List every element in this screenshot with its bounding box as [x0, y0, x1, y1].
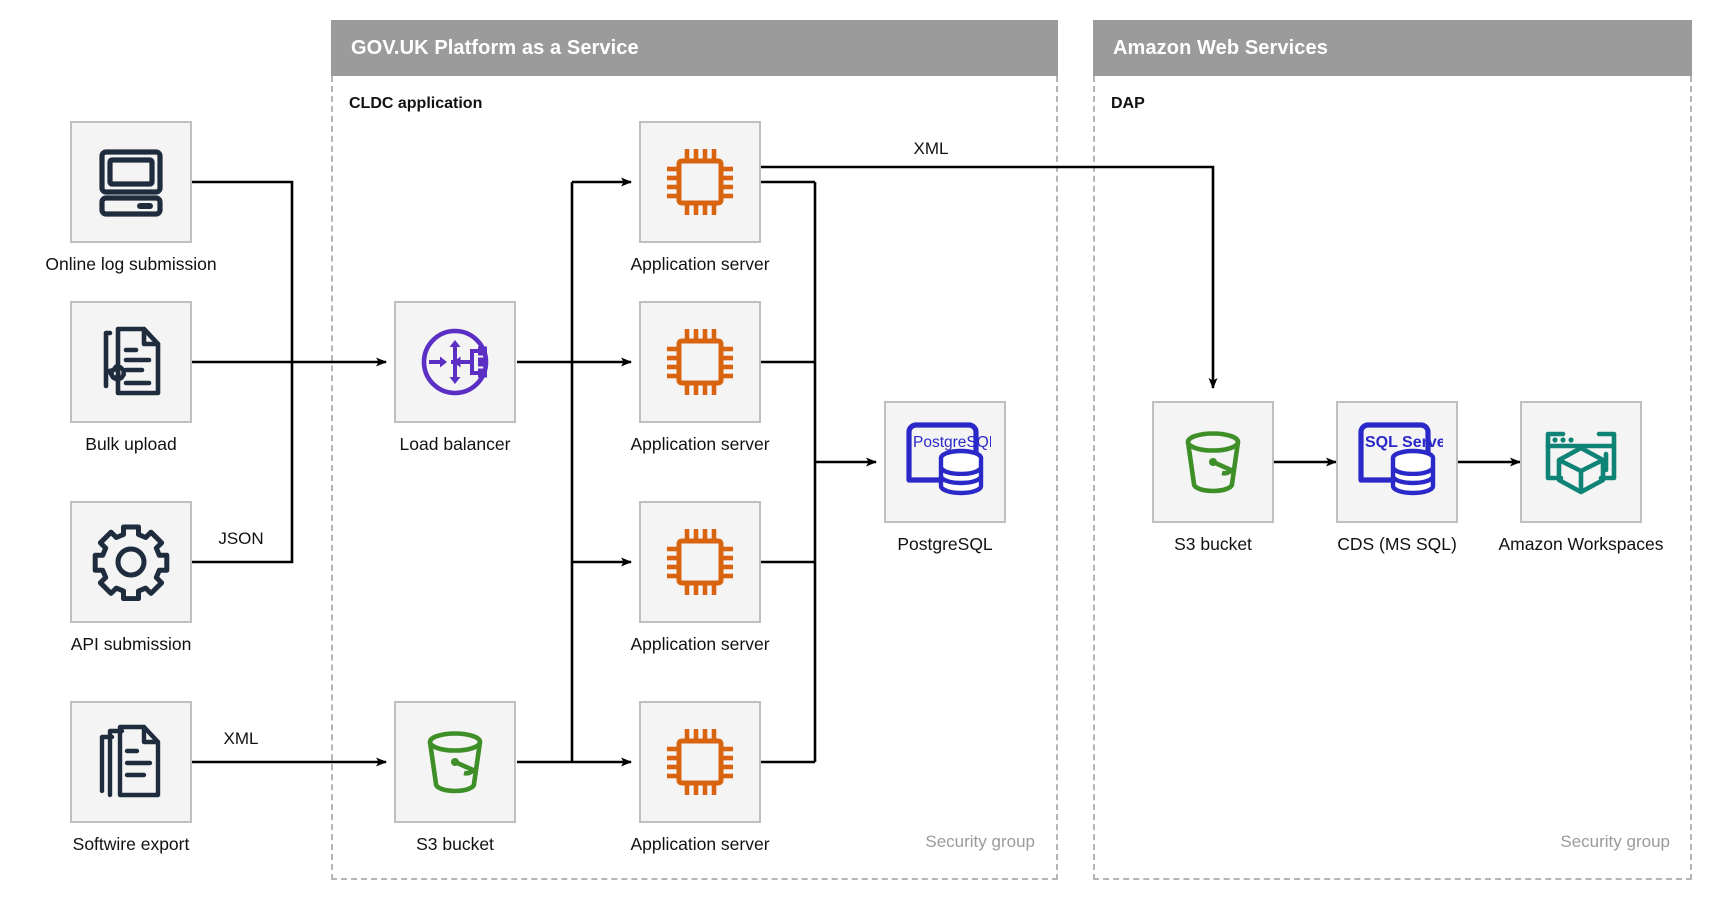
node-label: CDS (MS SQL)	[1337, 534, 1457, 554]
node-softwire-export[interactable]: Softwire export	[70, 701, 192, 854]
node-bulk-upload[interactable]: Bulk upload	[70, 301, 192, 454]
postgresql-badge-text: PostgreSQL	[913, 434, 991, 451]
security-group-label-paas: Security group	[925, 832, 1035, 851]
security-group-label-aws: Security group	[1560, 832, 1670, 851]
s3-bucket-icon	[1152, 401, 1274, 523]
cpu-chip-icon	[639, 501, 761, 623]
edge-label-softwire-xml: XML	[223, 729, 259, 748]
document-gear-icon	[70, 301, 192, 423]
node-label: Application server	[630, 634, 770, 654]
zone-subtitle-cldc: CLDC application	[349, 95, 483, 112]
node-amazon-workspaces[interactable]: Amazon Workspaces	[1498, 401, 1664, 554]
zone-header-paas: GOV.UK Platform as a Service	[331, 20, 1058, 76]
zone-body-aws	[1093, 76, 1692, 880]
zone-body-paas	[331, 76, 1058, 880]
edge-label-app-to-s3-xml: XML	[913, 139, 949, 158]
zone-subtitle-dap: DAP	[1111, 95, 1145, 112]
node-label: Application server	[630, 254, 770, 274]
node-application-server-3[interactable]: Application server	[630, 501, 770, 654]
node-application-server-4[interactable]: Application server	[630, 701, 770, 854]
node-online-log-submission[interactable]: Online log submission	[45, 121, 217, 274]
node-cds-ms-sql[interactable]: SQL Server CDS (MS SQL)	[1336, 401, 1458, 554]
node-label: S3 bucket	[1174, 534, 1252, 554]
node-label: Bulk upload	[85, 434, 177, 454]
node-label: Application server	[630, 434, 770, 454]
postgresql-database-icon: PostgreSQL	[884, 401, 1006, 523]
node-label: Online log submission	[45, 254, 217, 274]
desktop-computer-icon	[70, 121, 192, 243]
zone-header-aws: Amazon Web Services	[1093, 20, 1692, 76]
node-application-server-2[interactable]: Application server	[630, 301, 770, 454]
node-api-submission[interactable]: API submission	[70, 501, 192, 654]
node-label: PostgreSQL	[897, 534, 993, 554]
zone-title-paas: GOV.UK Platform as a Service	[351, 36, 639, 59]
s3-bucket-icon	[394, 701, 516, 823]
edge-label-json: JSON	[218, 529, 264, 548]
node-label: Application server	[630, 834, 770, 854]
cpu-chip-icon	[639, 121, 761, 243]
zone-title-aws: Amazon Web Services	[1113, 36, 1328, 59]
node-load-balancer[interactable]: Load balancer	[394, 301, 516, 454]
node-label: Load balancer	[399, 434, 511, 454]
node-label: Amazon Workspaces	[1498, 534, 1664, 554]
node-postgresql[interactable]: PostgreSQL PostgreSQL	[884, 401, 1006, 554]
stacked-documents-icon	[70, 701, 192, 823]
node-label: Softwire export	[72, 834, 190, 854]
cpu-chip-icon	[639, 301, 761, 423]
load-balancer-icon	[394, 301, 516, 423]
cpu-chip-icon	[639, 701, 761, 823]
gear-icon	[70, 501, 192, 623]
amazon-workspaces-icon	[1520, 401, 1642, 523]
node-label: S3 bucket	[416, 834, 494, 854]
sql-server-badge-text: SQL Server	[1365, 434, 1443, 451]
sql-server-database-icon: SQL Server	[1336, 401, 1458, 523]
node-s3-bucket-paas[interactable]: S3 bucket	[394, 701, 516, 854]
node-application-server-1[interactable]: Application server	[630, 121, 770, 274]
node-label: API submission	[70, 634, 192, 654]
node-s3-bucket-dap[interactable]: S3 bucket	[1152, 401, 1274, 554]
